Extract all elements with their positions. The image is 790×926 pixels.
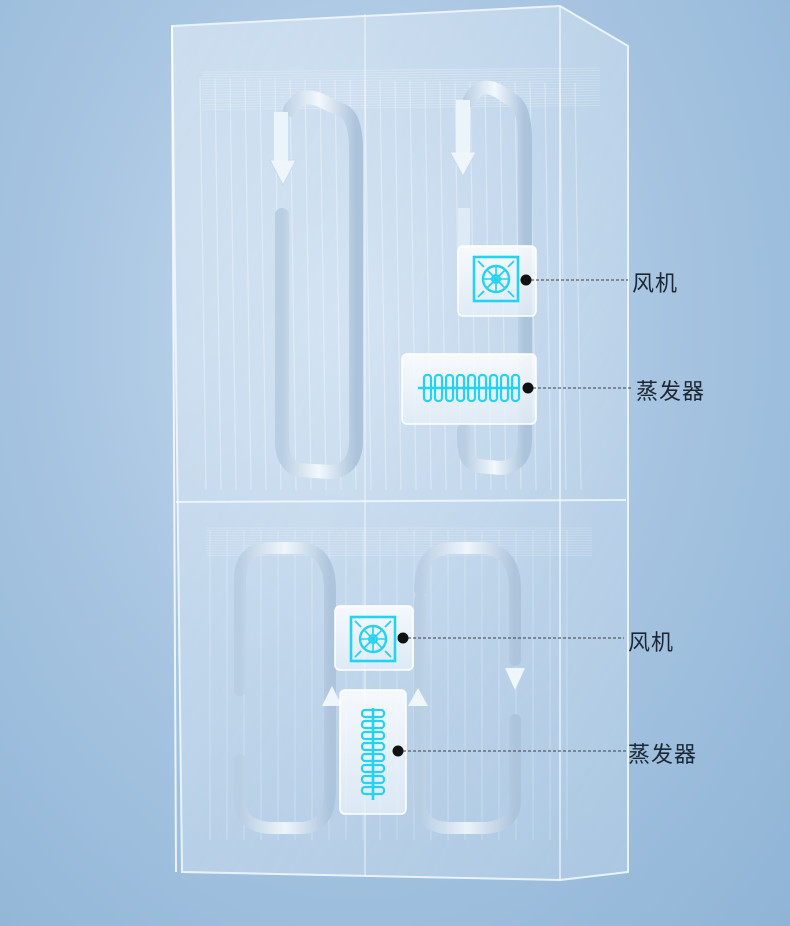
- evaporator-label-upper: 蒸发器: [636, 380, 706, 405]
- lower-airflow-right: [408, 542, 525, 834]
- airflow-arrow-up-icon: [322, 686, 342, 706]
- callout-leader-evaporator-lower: [392, 745, 626, 757]
- fan-icon: [472, 255, 520, 303]
- upper-airflow-left: [269, 90, 363, 480]
- lower-fan-module: [334, 605, 414, 671]
- upper-evaporator-module: [401, 353, 537, 425]
- fan-label-upper: 风机: [632, 272, 679, 297]
- fan-icon: [349, 615, 397, 663]
- lower-airflow-left: [234, 542, 342, 834]
- evaporator-coil-icon: [418, 373, 521, 403]
- callout-leader-fan-lower: [397, 632, 624, 644]
- evaporator-coil-icon: [360, 708, 386, 800]
- airflow-arrow-down-icon: [505, 668, 525, 690]
- lower-evaporator-module: [339, 689, 407, 815]
- callout-leader-fan-upper: [520, 274, 628, 286]
- upper-airflow-right: [449, 80, 532, 476]
- callout-leader-evaporator-upper: [522, 382, 632, 394]
- evaporator-label-lower: 蒸发器: [628, 743, 698, 768]
- upper-fan-module: [457, 245, 537, 317]
- airflow-arrow-up-icon: [408, 688, 428, 706]
- fan-label-lower: 风机: [628, 631, 675, 656]
